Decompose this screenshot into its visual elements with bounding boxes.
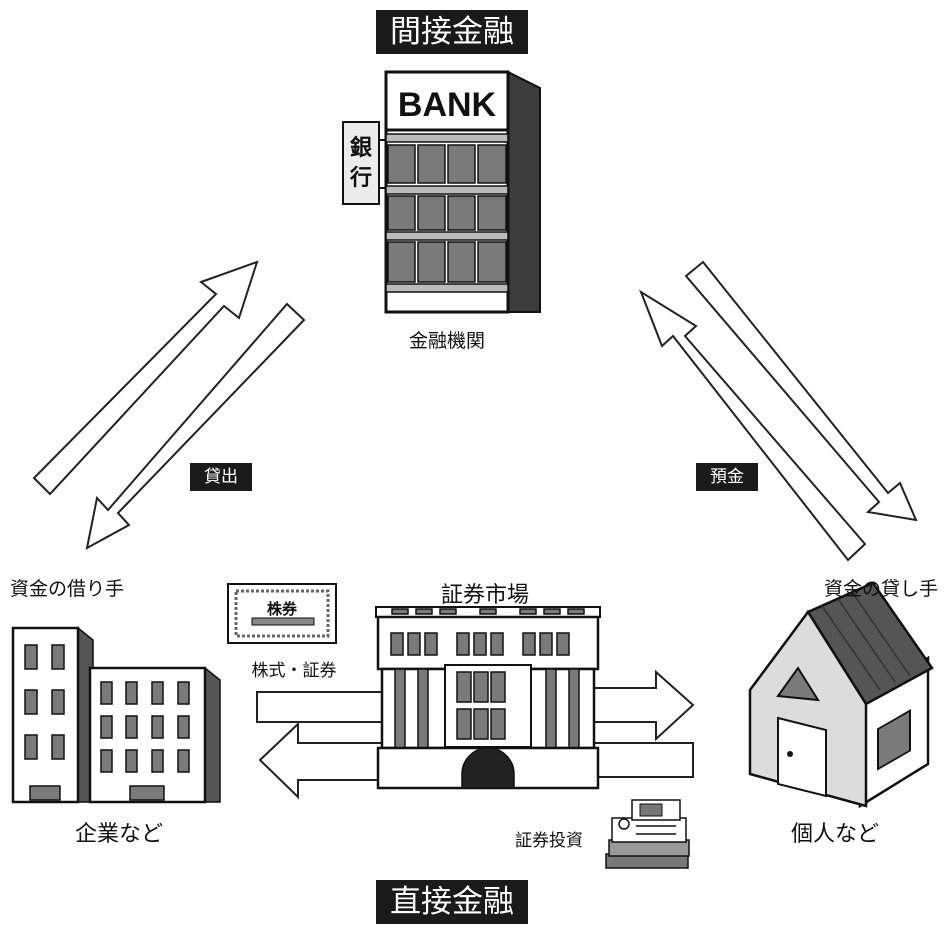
bank-side-sign-char-2: 行 xyxy=(349,165,372,191)
securities-market-label: 証券市場 xyxy=(440,583,529,608)
arrow-borrower-tail xyxy=(256,691,386,723)
arrow-market-to-lender xyxy=(591,669,695,742)
stocks-securities-label: 株式・証券 xyxy=(251,661,337,681)
bank-side-sign-char-1: 銀 xyxy=(350,136,372,161)
arrow-bank-to-borrower xyxy=(85,302,306,550)
individuals-label: 個人など xyxy=(790,822,879,847)
indirect-finance-tag: 間接金融 xyxy=(376,10,528,54)
house-icon xyxy=(748,581,934,809)
borrower-heading: 資金の借り手 xyxy=(10,578,125,600)
direct-finance-tag: 直接金融 xyxy=(376,880,528,924)
lender-heading: 資金の貸し手 xyxy=(823,578,938,600)
company-buildings-icon xyxy=(11,626,221,804)
arrow-bank-to-lender xyxy=(684,260,918,522)
financial-institution-label: 金融機関 xyxy=(408,330,485,352)
bank-sign-text: BANK xyxy=(398,86,497,124)
securities-stack-icon xyxy=(605,799,690,869)
stock-market-building-icon xyxy=(375,606,601,790)
certificate-text: 株券 xyxy=(267,600,298,618)
arrow-lender-tail xyxy=(591,742,694,778)
deposit-tag: 預金 xyxy=(696,463,758,491)
arrow-market-to-borrower xyxy=(258,721,386,800)
arrow-lender-to-bank xyxy=(638,289,867,562)
arrow-borrower-to-bank xyxy=(32,260,259,496)
loan-tag: 貸出 xyxy=(190,463,252,491)
stock-certificate-icon: 株券 xyxy=(227,583,337,644)
companies-label: 企業など xyxy=(74,822,163,847)
bank-building-icon: BANK 銀 行 xyxy=(342,70,541,314)
securities-investment-label: 証券投資 xyxy=(515,831,583,851)
